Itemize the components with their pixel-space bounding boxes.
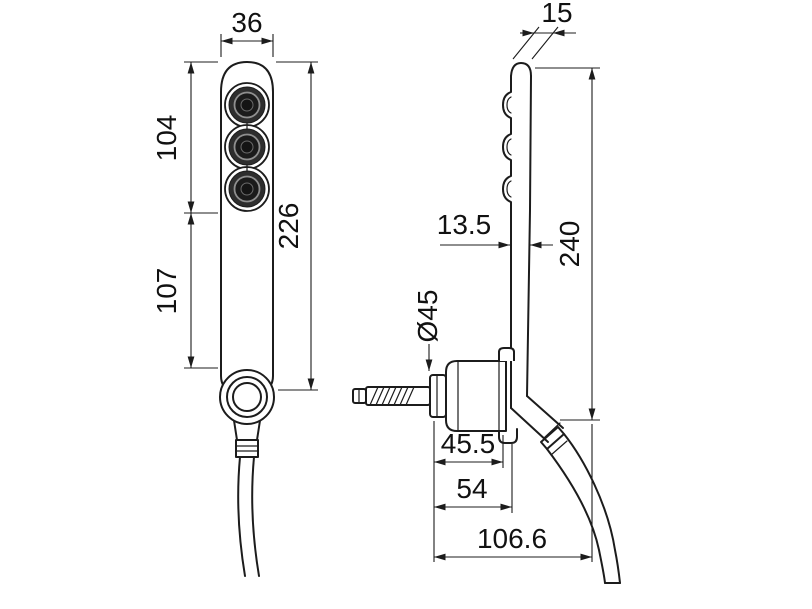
- hose-nut-ribs: [235, 445, 259, 452]
- dim-side-overall-depth: 106.6: [434, 424, 593, 562]
- dim-side-thickness-label: 13.5: [437, 209, 492, 240]
- swivel-ring-inner: [232, 382, 262, 412]
- hose-ferrule-line: [550, 440, 568, 456]
- extension-lines: [184, 61, 218, 214]
- anchor-thread-hatch: [369, 386, 415, 406]
- plate-profile: [502, 62, 532, 409]
- dim-front-overall-height: 226: [273, 61, 318, 391]
- dim-front-lower-height: 107: [151, 213, 218, 369]
- bracket-hook: [498, 428, 518, 444]
- dim-front-upper-height-label: 104: [151, 115, 182, 162]
- dim-side-overall-height: 240: [535, 67, 600, 421]
- hose-front-left-edge: [237, 456, 246, 577]
- hose-nut: [235, 439, 259, 458]
- dim-front-width-label: 36: [231, 7, 262, 38]
- swivel-ring-outer: [219, 369, 275, 425]
- plate-top-arc: [510, 62, 532, 77]
- dim-front-upper-height: 104: [151, 61, 218, 214]
- dim-side-top-depth-label: 15: [541, 0, 572, 28]
- handle-and-hose: [510, 395, 621, 584]
- handle-back-edge: [526, 395, 564, 429]
- dim-side-holder-width: 45.5: [433, 421, 504, 562]
- plate-front-face: [502, 75, 512, 409]
- nozzle: [224, 124, 270, 170]
- wall-anchor: [352, 386, 431, 406]
- dim-front-overall-height-label: 226: [273, 203, 304, 250]
- dim-side-thickness: 13.5: [437, 209, 553, 249]
- nozzle: [224, 82, 270, 128]
- swivel-joint: [219, 369, 275, 425]
- front-view: 36 104 107 226: [151, 7, 318, 577]
- bracket-clip: [498, 347, 515, 361]
- dim-side-holder-depth: 54: [434, 444, 513, 513]
- dim-side-holder-diameter-label: Ø45: [412, 290, 443, 343]
- swivel-ring-middle: [226, 376, 268, 418]
- handle-joint-line: [543, 422, 561, 439]
- dim-side-holder-width-label: 45.5: [441, 428, 496, 459]
- hose-front-right-edge: [251, 456, 260, 577]
- dim-side-overall-height-label: 240: [554, 221, 585, 268]
- wall-bracket: [429, 347, 518, 444]
- hose-connector-front: [232, 413, 262, 577]
- extension-lines: [512, 26, 559, 60]
- spray-nozzles: [224, 82, 270, 212]
- bracket-body: [445, 360, 507, 432]
- nozzle: [224, 166, 270, 212]
- dim-front-lower-height-label: 107: [151, 268, 182, 315]
- dim-side-overall-depth-label: 106.6: [477, 523, 547, 554]
- nozzle-bump-details: [506, 96, 512, 198]
- dim-side-holder-diameter: Ø45: [412, 290, 443, 371]
- bracket-inner-lines: [457, 360, 500, 432]
- plate-back-face: [526, 75, 532, 397]
- mounting-flange: [429, 374, 447, 418]
- dim-side-holder-depth-label: 54: [456, 473, 487, 504]
- side-view: 15 13.5 240 Ø45 45.5 54: [352, 0, 621, 584]
- dim-front-width: 36: [220, 7, 274, 57]
- dim-side-top-depth: 15: [512, 0, 576, 60]
- handle-front-edge: [510, 407, 549, 443]
- hose-side-inner-edge: [563, 433, 621, 584]
- hose-side-outer-edge: [546, 448, 606, 584]
